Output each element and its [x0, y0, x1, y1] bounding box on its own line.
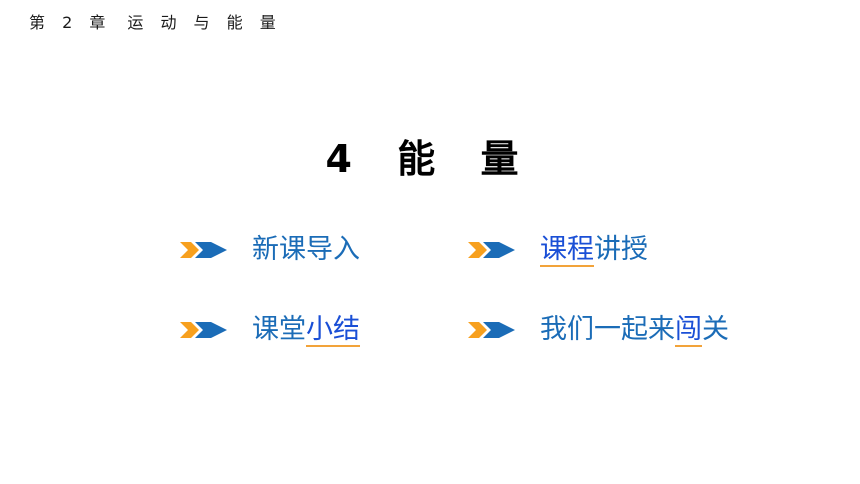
menu-item-lecture[interactable]: 课程讲授 [468, 232, 648, 268]
double-arrow-icon [468, 322, 515, 338]
chapter-name: 运 动 与 能 量 [127, 13, 282, 32]
page-title: 4 能 量 [325, 137, 535, 181]
menu-item-label: 新课导入 [252, 234, 360, 265]
chapter-header: 第 2 章运 动 与 能 量 [29, 9, 282, 33]
double-arrow-icon [468, 242, 515, 258]
menu-item-label: 我们一起来闯关 [540, 314, 729, 347]
menu-item-new-lesson[interactable]: 新课导入 [180, 232, 360, 268]
double-arrow-icon [180, 322, 227, 338]
menu-item-summary[interactable]: 课堂小结 [180, 312, 360, 348]
menu-item-label: 课堂小结 [252, 314, 360, 347]
double-arrow-icon [180, 242, 227, 258]
menu-item-challenge[interactable]: 我们一起来闯关 [468, 312, 729, 348]
menu-item-label: 课程讲授 [540, 234, 648, 267]
chapter-label: 第 2 章 [29, 13, 112, 32]
